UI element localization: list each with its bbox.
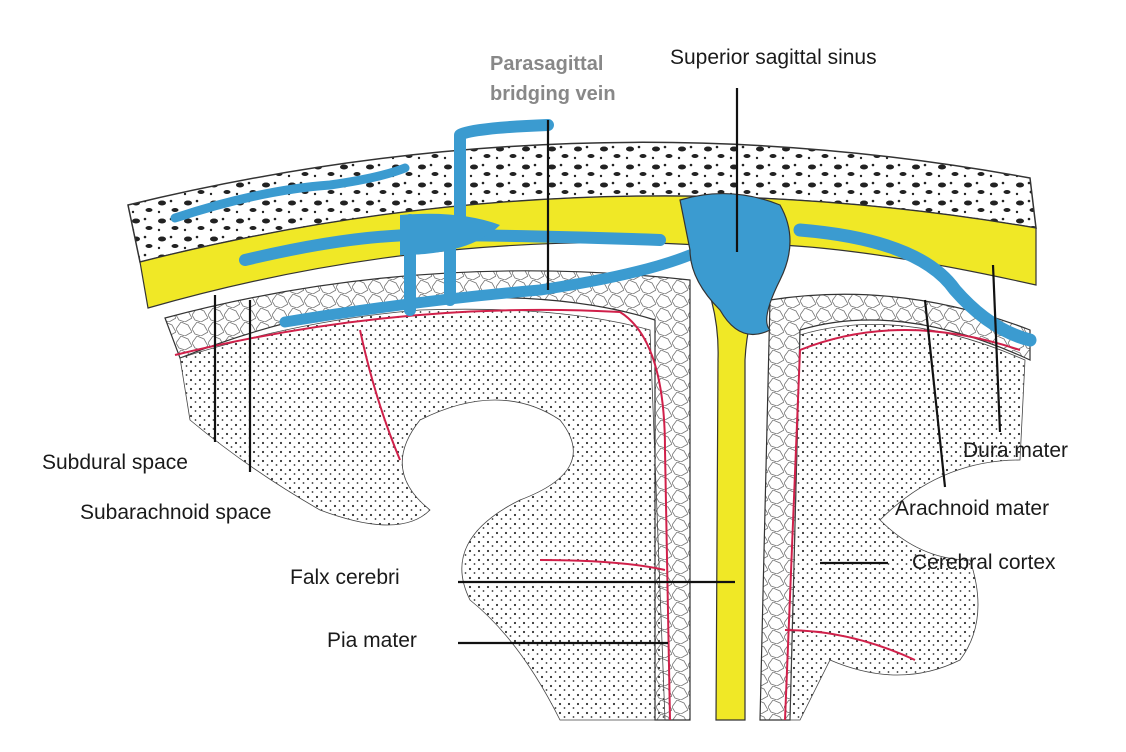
cerebral-cortex-left <box>179 308 666 721</box>
label-pia-mater: Pia mater <box>327 629 417 652</box>
label-dura-mater: Dura mater <box>963 439 1068 462</box>
superior-sagittal-sinus <box>679 192 791 336</box>
vein-confluence <box>400 213 500 255</box>
label-parasagittal-bridging-vein-line2: bridging vein <box>490 83 616 105</box>
label-subdural-space: Subdural space <box>42 451 188 474</box>
label-parasagittal-bridging-vein-line1: Parasagittal <box>490 53 603 75</box>
label-subarachnoid-space: Subarachnoid space <box>80 501 271 524</box>
pia-mater-left <box>174 308 671 721</box>
label-superior-sagittal-sinus: Superior sagittal sinus <box>670 46 877 69</box>
label-falx-cerebri: Falx cerebri <box>290 566 400 589</box>
cerebral-cortex-right <box>789 324 1026 721</box>
pia-mater-right <box>784 329 1021 721</box>
label-cerebral-cortex: Cerebral cortex <box>912 551 1056 574</box>
label-arachnoid-mater: Arachnoid mater <box>895 497 1049 520</box>
leader-lines <box>213 88 1002 645</box>
pia-sulcus <box>359 329 916 661</box>
